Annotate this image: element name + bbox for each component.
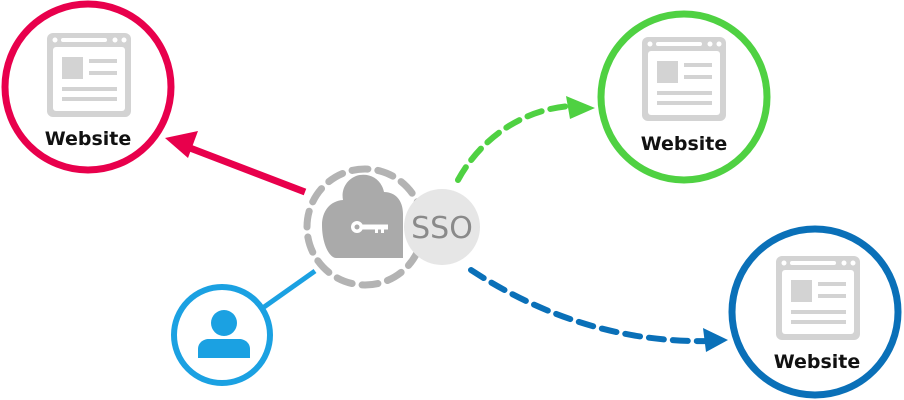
- arrow-head-icon: [165, 131, 198, 158]
- link-hub-to-green-website: [455, 96, 595, 183]
- website-label: Website: [774, 351, 861, 373]
- browser-icon: [642, 37, 726, 121]
- arrow-head-icon: [703, 328, 728, 352]
- link-hub-to-red-website: [165, 131, 307, 196]
- website-label: Website: [45, 128, 132, 150]
- arrow-head-icon: [566, 96, 595, 119]
- link-user-to-hub: [255, 268, 317, 315]
- sso-label: SSO: [411, 211, 473, 246]
- cloud-key-icon: [322, 174, 403, 258]
- sso-badge: [404, 189, 480, 265]
- website-node-green[interactable]: Website: [597, 10, 771, 184]
- website-node-red[interactable]: Website: [1, 0, 175, 174]
- website-node-blue[interactable]: Website: [728, 225, 902, 399]
- user-node[interactable]: [171, 284, 273, 386]
- website-label: Website: [641, 133, 728, 155]
- sso-hub[interactable]: SSO: [303, 165, 480, 289]
- link-hub-to-blue-website: [468, 267, 728, 352]
- browser-icon: [47, 33, 131, 117]
- user-icon: [198, 310, 250, 358]
- browser-icon: [776, 256, 860, 340]
